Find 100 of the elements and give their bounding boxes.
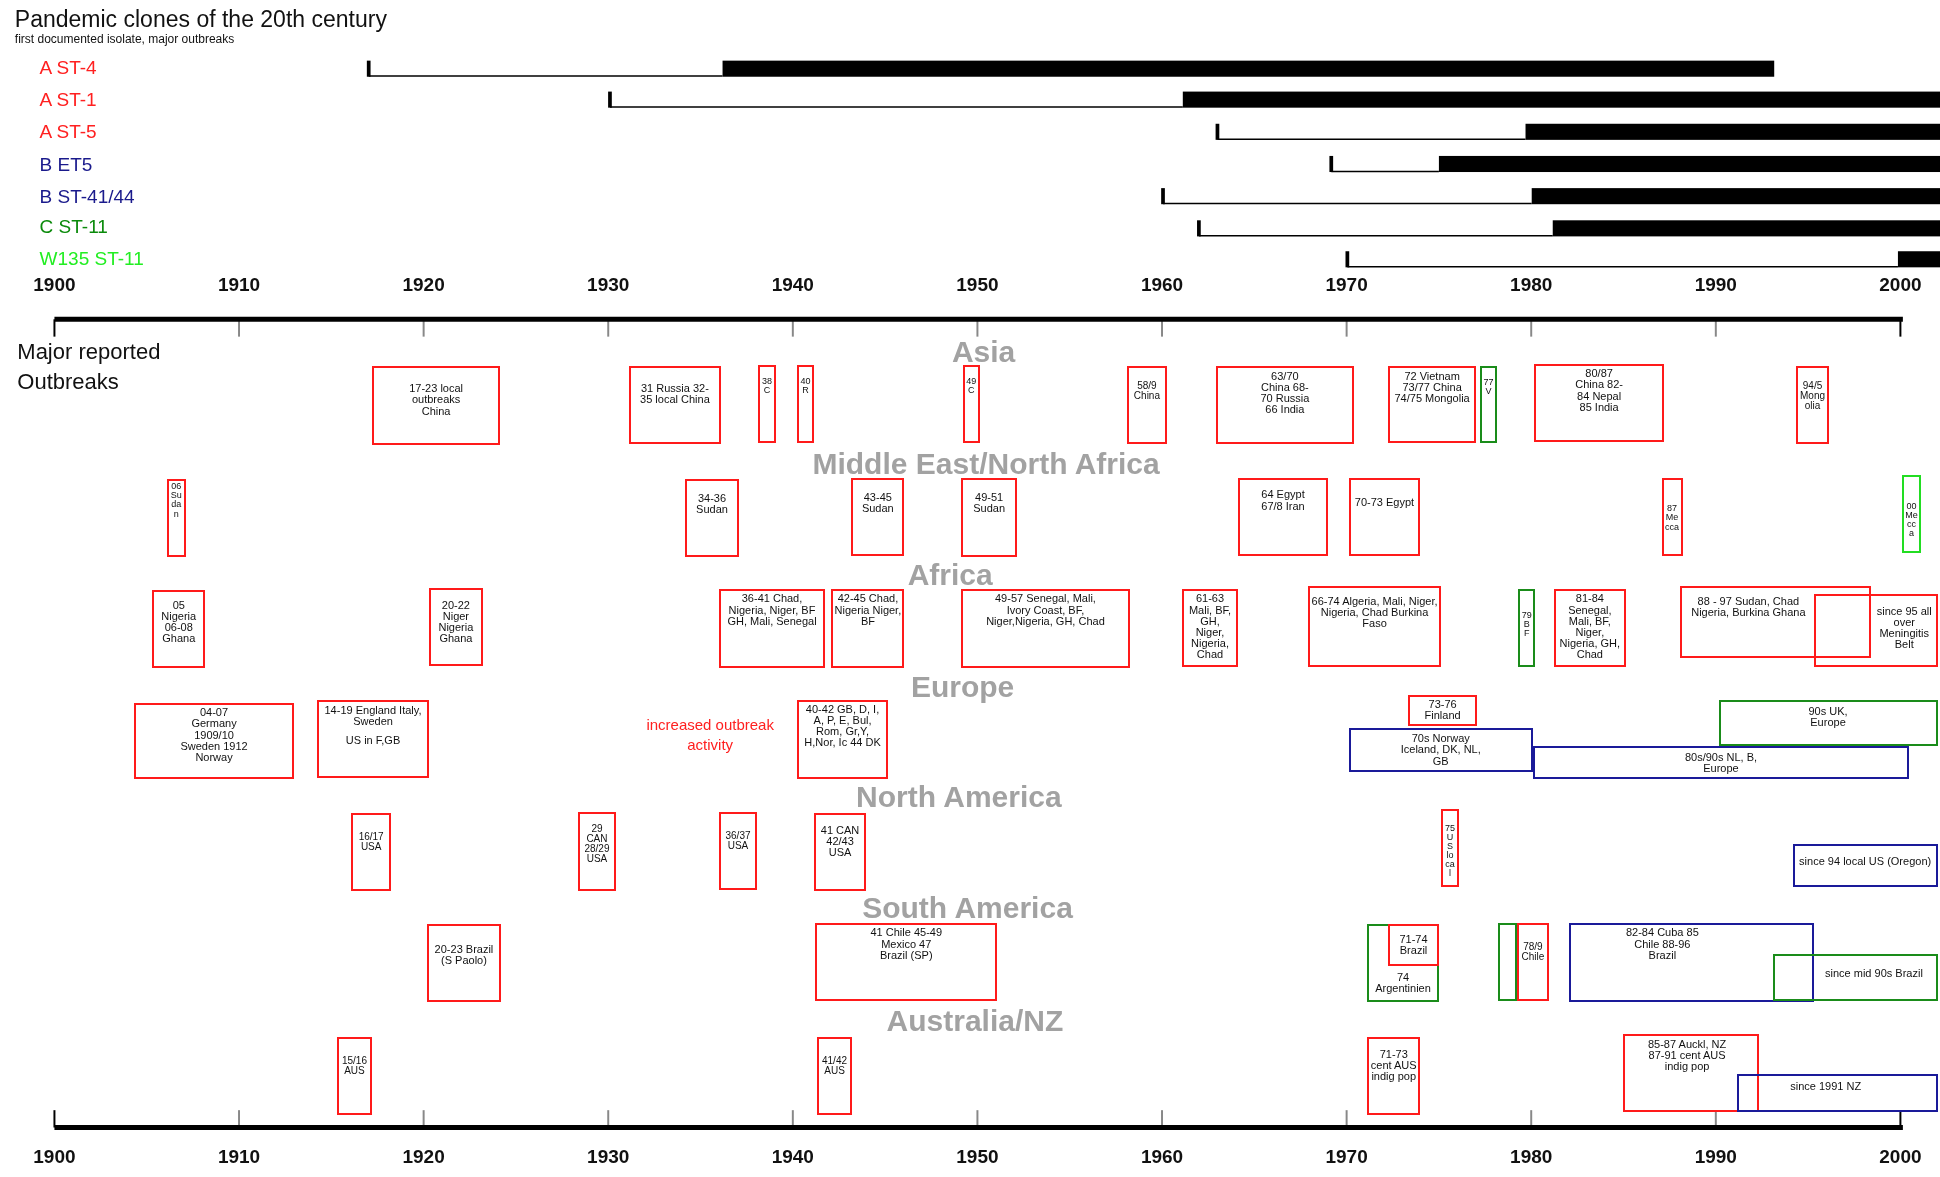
outbreak-box (429, 587, 483, 666)
outbreak-note: 77 V (1482, 378, 1495, 397)
year-label: 1930 (587, 274, 630, 296)
outbreak-box (816, 1036, 853, 1115)
year-label: 1910 (217, 1146, 261, 1168)
year-label: 1960 (1140, 274, 1184, 296)
outbreak-note: 88 - 97 Sudan, Chad Nigeria, Burkina Ghana (1690, 595, 1807, 619)
empty-box (1498, 923, 1517, 1001)
year-label: 1990 (1694, 274, 1737, 296)
outbreak-box (961, 588, 1130, 669)
outbreak-note: 63/70 China 68-70 Russia 66 India (1260, 370, 1310, 416)
year-label: 1920 (402, 274, 445, 296)
outbreak-note: since mid 90s Brazil (1825, 968, 1923, 980)
clone-name: C ST-11 (39, 216, 108, 238)
outbreak-box (1348, 727, 1533, 773)
outbreak-note: 80/87 China 82-84 Nepal 85 India (1574, 368, 1624, 414)
outbreak-box (1661, 477, 1683, 556)
outbreak-box (1901, 475, 1922, 554)
year-label: 1950 (956, 274, 999, 296)
outbreak-note: since 94 local US (Oregon) (1799, 855, 1932, 867)
outbreak-box (1181, 588, 1239, 667)
outbreak-note: 40-42 GB, D, I, A, P, E, Bul, Rom, Gr,Y, H,Nor, Ic 44 DK (803, 703, 882, 749)
outbreak-box (1408, 695, 1478, 727)
outbreak-box (1348, 477, 1421, 556)
outbreak-box (1553, 588, 1626, 667)
outbreak-box (1367, 1036, 1421, 1115)
clone-name: B ET5 (39, 154, 93, 176)
year-label: 1970 (1325, 1146, 1368, 1168)
outbreak-box (758, 365, 776, 443)
chart-title: Pandemic clones of the 20th century (14, 7, 387, 33)
outbreak-note: 29 CAN 28/29 USA (583, 823, 611, 865)
outbreak-box (1388, 366, 1477, 443)
year-label: 1960 (1140, 1146, 1184, 1168)
outbreak-box (1532, 746, 1910, 780)
outbreak-note: 20-23 Brazil (S Paolo) (433, 943, 495, 966)
year-label: 1980 (1510, 1146, 1553, 1168)
outbreak-note: US in F,GB (345, 735, 401, 747)
clone-name: W135 ST-11 (39, 248, 144, 270)
outbreak-box (372, 366, 500, 446)
region-heading: Europe (910, 671, 1015, 702)
outbreak-box (1479, 366, 1498, 443)
outbreak-box (1388, 924, 1439, 967)
outbreak-box (1737, 1073, 1938, 1113)
outbreak-note: 72 Vietnam 73/77 China 74/75 Mongolia (1393, 370, 1471, 405)
outbreak-box (316, 700, 430, 779)
outbreak-note: 41 Chile 45-49 Mexico 47 Brazil (SP) (869, 927, 944, 962)
outbreak-note: 00 Mecca (1904, 501, 1919, 539)
outbreak-box (962, 365, 980, 443)
year-label: 1900 (33, 274, 76, 296)
outbreak-note: since 95 all over Meningitis Belt (1875, 605, 1933, 651)
outbreak-box (796, 365, 815, 443)
outbreak-note: 31 Russia 32-35 local China (639, 383, 711, 406)
region-heading: Africa (907, 560, 993, 591)
outbreak-note: 71-74 Brazil (1398, 933, 1429, 957)
outbreak-note: 58/9 China (1132, 380, 1161, 401)
outbreak-box (1307, 586, 1442, 667)
outbreak-note: 04-07 Germany 1909/10 Sweden 1912 Norway (179, 707, 249, 764)
year-label: 1940 (771, 274, 814, 296)
outbreak-box (685, 478, 739, 557)
outbreak-note: 73-76 Finland (1423, 698, 1462, 721)
outbreak-note: 71-73 cent AUS indig pop (1370, 1048, 1418, 1083)
outbreak-box (577, 811, 617, 891)
outbreak-box (1792, 843, 1938, 888)
outbreak-box (1441, 809, 1459, 888)
outbreak-note: 36-41 Chad, Nigeria, Niger, BF GH, Mali, Senegal (726, 593, 818, 628)
outbreak-note: 20-22 Niger Nigeria Ghana (437, 599, 475, 645)
outbreak-note: 15/16 AUS (340, 1056, 368, 1077)
outbreak-note: 70s Norway Iceland, DK, NL, GB (1399, 733, 1482, 767)
year-label: 2000 (1879, 274, 1922, 296)
outbreak-note: 36/37 USA (724, 830, 752, 852)
outbreak-box (851, 477, 905, 556)
outbreak-note: 81-84 Senegal, Mali, BF, Niger, Nigeria, GH, Chad (1558, 593, 1622, 661)
clone-name: A ST-5 (39, 122, 97, 144)
outbreak-note: 42-45 Chad, Nigeria Niger, BF (834, 593, 902, 628)
outbreak-note: 06 Sudan (170, 482, 183, 519)
outbreak-box (167, 478, 186, 557)
region-heading: Middle East/North Africa (812, 449, 1160, 480)
region-heading: Australia/NZ (886, 1005, 1064, 1036)
outbreak-box (336, 1036, 373, 1115)
year-label: 1910 (217, 274, 261, 296)
outbreak-box (1238, 477, 1328, 556)
outbreak-box (1680, 586, 1871, 659)
clone-name: A ST-4 (39, 58, 97, 80)
outbreak-note: 40 R (799, 376, 812, 396)
outbreak-box (815, 923, 998, 1001)
outbreak-note: 87 Mecca (1664, 504, 1680, 532)
outbreak-box (133, 702, 295, 780)
outbreak-note: 90s UK, Europe (1807, 705, 1849, 729)
outbreak-note: 80s/90s NL, B, Europe (1683, 751, 1759, 775)
year-label: 1920 (402, 1146, 445, 1168)
outbreak-box (1796, 366, 1829, 445)
outbreak-box (1718, 700, 1938, 747)
clone-name: B ST-41/44 (39, 186, 135, 208)
outbreak-box (718, 811, 758, 890)
outbreak-note: 64 Egypt 67/8 Iran (1260, 489, 1306, 512)
outbreak-note: 17-23 local outbreaks China (408, 383, 465, 417)
outbreak-box (1772, 953, 1938, 1001)
region-heading: South America (862, 893, 1073, 924)
outbreak-note: 41 CAN 42/43 USA (819, 824, 861, 859)
clone-name: A ST-1 (39, 90, 97, 112)
